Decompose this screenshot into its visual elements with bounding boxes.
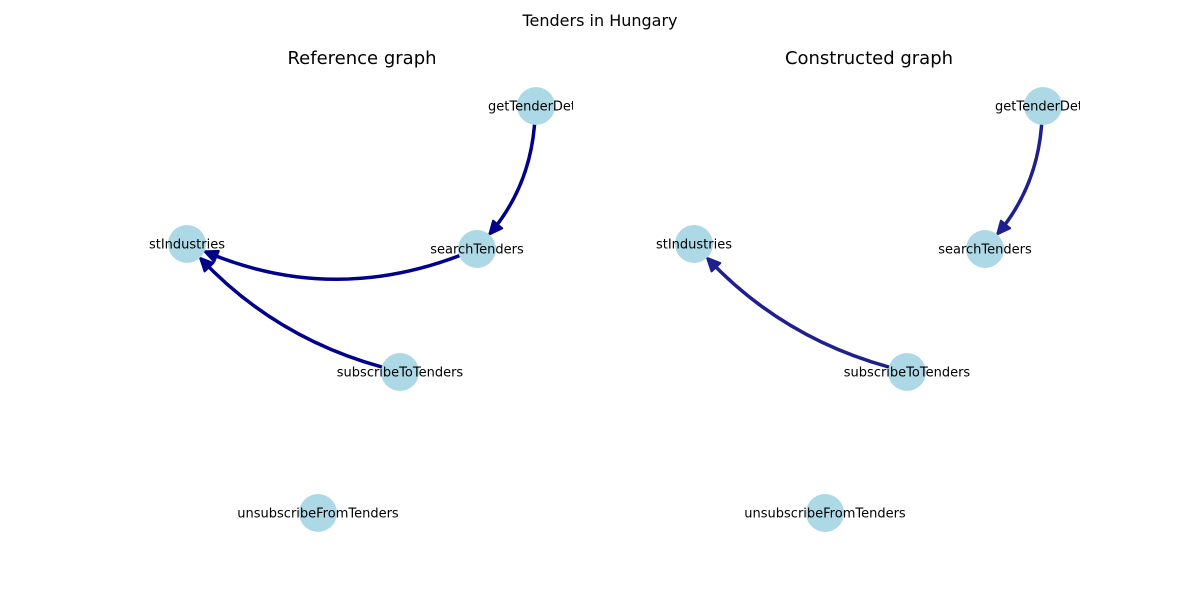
node-searchTenders: searchTenders (938, 230, 1032, 268)
node-circle (381, 353, 419, 391)
node-circle (299, 494, 337, 532)
node-label: subscribeToTenders (337, 366, 464, 381)
arrowhead-listIndustries (706, 256, 722, 273)
node-label: subscribeToTenders (844, 366, 971, 381)
constructed-graph-title: Constructed graph (785, 48, 953, 69)
constructed-graph-nodes: getTenderDeta stIndustries searchTenders su… (656, 87, 1091, 532)
node-circle (806, 494, 844, 532)
edge-getTenderDetails-to-searchTenders (488, 123, 537, 235)
node-circle (168, 225, 206, 263)
node-getTenderDetails: getTenderDeta (995, 87, 1091, 125)
node-listIndustries: stIndustries (149, 225, 225, 263)
node-label: stIndustries (656, 238, 732, 253)
reference-graph-title: Reference graph (287, 48, 436, 69)
edge-subscribeToTenders-to-listIndustries (706, 257, 891, 369)
reference-graph-panel: Reference graph getTenderDeta stIndustrie… (149, 48, 584, 532)
node-label: unsubscribeFromTenders (744, 507, 906, 522)
reference-graph-edges (199, 123, 537, 369)
edge-getTenderDetails-to-searchTenders (996, 123, 1044, 235)
node-circle (966, 230, 1004, 268)
node-unsubscribeFromTenders: unsubscribeFromTenders (237, 494, 399, 532)
node-label: searchTenders (938, 243, 1032, 258)
node-subscribeToTenders: subscribeToTenders (337, 353, 464, 391)
edge-searchTenders-to-listIndustries (204, 250, 461, 281)
figure-title: Tenders in Hungary (521, 11, 677, 30)
arrowhead-listIndustries (199, 256, 215, 273)
node-listIndustries: stIndustries (656, 225, 732, 263)
node-label: unsubscribeFromTenders (237, 507, 399, 522)
edge-subscribeToTenders-to-listIndustries (199, 257, 384, 369)
node-circle (1024, 87, 1062, 125)
node-label: stIndustries (149, 238, 225, 253)
arrowhead-listIndustries (203, 249, 220, 263)
constructed-graph-edges (706, 123, 1044, 369)
reference-graph-nodes: getTenderDeta stIndustries searchTenders su… (149, 87, 584, 532)
constructed-graph-panel: Constructed graph getTenderDeta stIndustr… (656, 48, 1091, 532)
node-circle (888, 353, 926, 391)
node-circle (458, 230, 496, 268)
node-getTenderDetails: getTenderDeta (488, 87, 584, 125)
node-searchTenders: searchTenders (430, 230, 524, 268)
node-unsubscribeFromTenders: unsubscribeFromTenders (744, 494, 906, 532)
node-subscribeToTenders: subscribeToTenders (844, 353, 971, 391)
arrowhead-searchTenders (488, 219, 504, 236)
arrowhead-searchTenders (996, 219, 1012, 236)
node-label: searchTenders (430, 243, 524, 258)
node-label: getTenderDeta (488, 100, 584, 115)
node-circle (517, 87, 555, 125)
node-label: getTenderDeta (995, 100, 1091, 115)
node-circle (675, 225, 713, 263)
